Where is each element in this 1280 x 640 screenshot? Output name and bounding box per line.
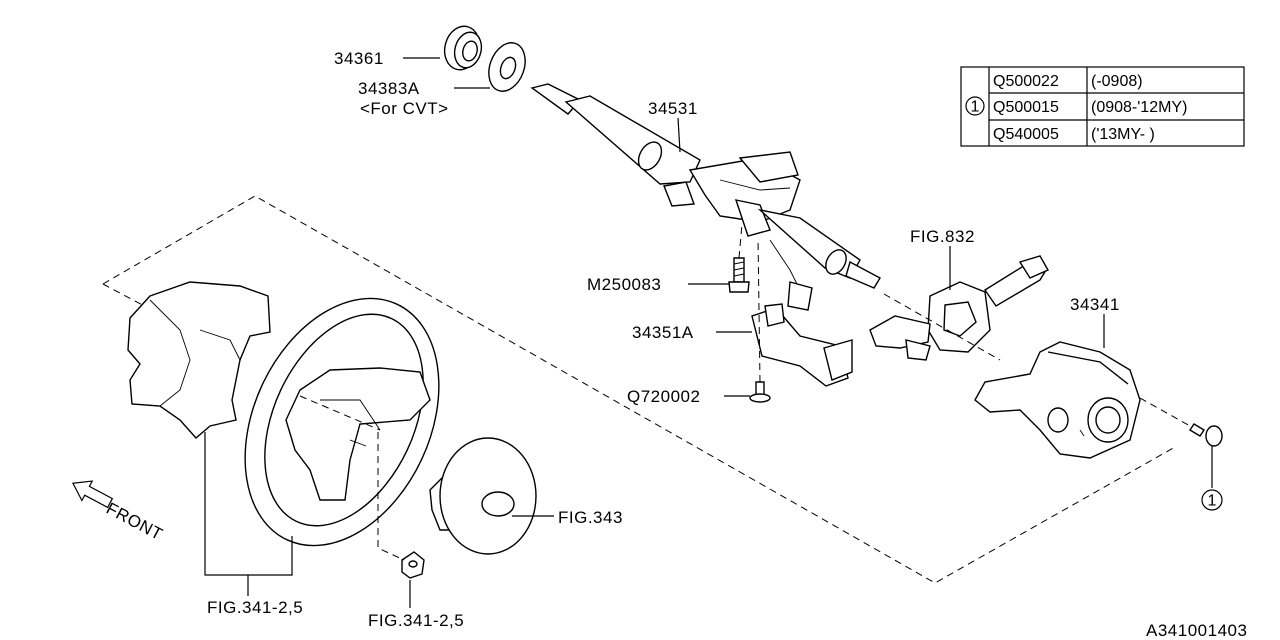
table-part-2: Q500015 <box>993 99 1059 116</box>
label-fig341-right: FIG.341-2,5 <box>368 611 464 630</box>
table-range-3: ('13MY- ) <box>1091 126 1155 143</box>
steering-axis-dashed <box>883 293 1001 361</box>
combination-switch-fig832 <box>869 255 1049 361</box>
bracket-34351a <box>751 303 853 387</box>
screw-q720002 <box>749 381 771 403</box>
leader-34531 <box>677 117 681 153</box>
front-label: FRONT <box>103 499 166 544</box>
ref-circle-1-label: 1 <box>1208 493 1217 510</box>
airbag-module <box>429 437 537 555</box>
screw-q720002-guide <box>757 237 761 383</box>
label-for-cvt: <For CVT> <box>360 99 449 118</box>
reference-table: 1 Q500022 (-0908) Q500015 (0908-'12MY) Q… <box>960 66 1245 147</box>
steering-column-34531 <box>530 83 881 311</box>
diagram-id: A341001403 <box>1146 621 1247 640</box>
bolt-m250083-guide <box>738 223 743 259</box>
assembly-outline-dashed-left <box>102 283 149 309</box>
nut-guide-dashed <box>377 432 405 561</box>
screw-ref-1 <box>1189 423 1223 447</box>
table-key-circle <box>965 96 985 116</box>
leader-fig341-left <box>204 432 293 596</box>
table-part-1: Q500022 <box>993 73 1059 90</box>
label-fig343: FIG.343 <box>558 508 623 527</box>
label-34341: 34341 <box>1070 295 1120 314</box>
label-q720002: Q720002 <box>627 387 700 406</box>
label-m250083: M250083 <box>587 275 661 294</box>
label-fig341-left: FIG.341-2,5 <box>207 598 303 617</box>
label-34361: 34361 <box>334 49 384 68</box>
steering-axis-dashed-2 <box>299 395 381 431</box>
column-cover-34341 <box>974 341 1141 459</box>
label-fig832: FIG.832 <box>910 227 975 246</box>
label-34531: 34531 <box>648 99 698 118</box>
table-key: 1 <box>971 99 980 116</box>
table-part-3: Q540005 <box>993 126 1059 143</box>
bolt-m250083 <box>728 257 750 293</box>
steering-nut <box>401 551 425 579</box>
upper-cover <box>127 281 271 439</box>
seal-34361 <box>443 25 483 71</box>
front-arrow-icon <box>71 480 114 509</box>
table-range-2: (0908-'12MY) <box>1091 99 1187 116</box>
label-34383a: 34383A <box>358 79 420 98</box>
washer-34383a <box>488 42 526 92</box>
steering-wheel <box>244 297 440 547</box>
screw-guide-dashed <box>1139 397 1191 427</box>
label-34351a: 34351A <box>632 323 694 342</box>
assembly-outline-dashed <box>102 195 1176 584</box>
ref-circle-1 <box>1201 489 1223 511</box>
table-range-1: (-0908) <box>1091 73 1143 90</box>
